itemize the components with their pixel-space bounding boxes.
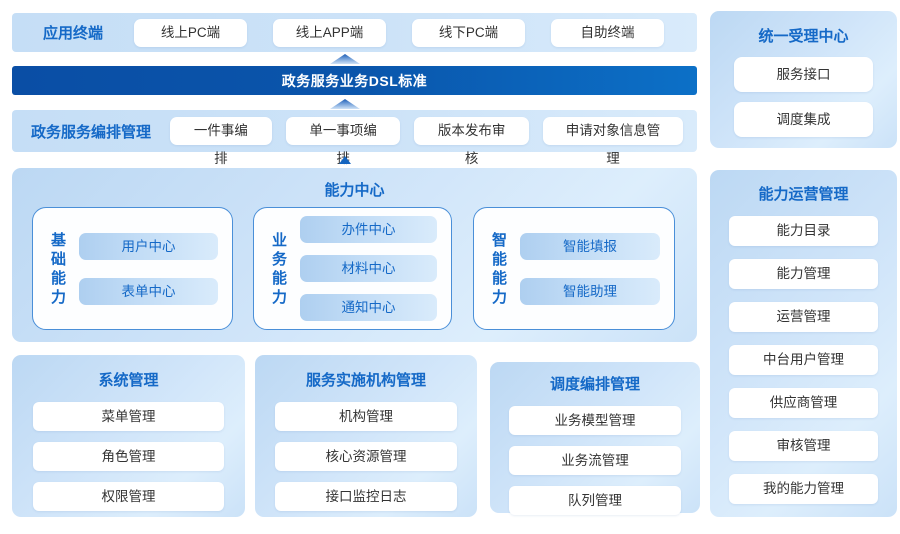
my-capability-management-button[interactable]: 我的能力管理	[728, 474, 879, 504]
service-agency-items: 机构管理 核心资源管理 接口监控日志	[255, 402, 477, 511]
review-management-button[interactable]: 审核管理	[728, 431, 879, 461]
orchestration-layer: 政务服务编排管理 一件事编排 单一事项编排 版本发布审核 申请对象信息管理	[12, 110, 697, 166]
menu-management-button[interactable]: 菜单管理	[32, 402, 225, 431]
up-chevron-icon	[330, 99, 360, 109]
material-center-button[interactable]: 材料中心	[300, 255, 437, 282]
unified-acceptance-title: 统一受理中心	[758, 28, 849, 45]
service-agency-panel: 服务实施机构管理 机构管理 核心资源管理 接口监控日志	[255, 355, 477, 517]
orchestration-layer-title: 政务服务编排管理	[30, 123, 151, 141]
intelligent-capability-items: 智能填报 智能助理	[520, 232, 660, 305]
platform-user-management-button[interactable]: 中台用户管理	[728, 345, 879, 375]
unified-acceptance-panel: 统一受理中心 服务接口 调度集成	[710, 11, 897, 148]
capability-catalog-button[interactable]: 能力目录	[728, 216, 879, 246]
terminal-layer: 应用终端 线上PC端 线上APP端 线下PC端 自助终端	[12, 13, 697, 52]
unified-acceptance-items: 服务接口 调度集成	[710, 57, 897, 137]
business-capability-group: 业务能力 办件中心 材料中心 通知中心	[253, 207, 452, 330]
terminal-offline-pc[interactable]: 线下PC端	[412, 18, 525, 47]
capability-center-title: 能力中心	[324, 182, 385, 199]
business-model-management-button[interactable]: 业务模型管理	[508, 406, 682, 435]
terminal-self-service[interactable]: 自助终端	[551, 18, 664, 47]
version-release-review[interactable]: 版本发布审核	[414, 117, 529, 166]
user-center-button[interactable]: 用户中心	[79, 232, 218, 260]
operation-management-button[interactable]: 运营管理	[728, 302, 879, 332]
business-flow-management-button[interactable]: 业务流管理	[508, 446, 682, 475]
case-center-button[interactable]: 办件中心	[300, 216, 437, 243]
interface-monitor-log-button[interactable]: 接口监控日志	[274, 482, 458, 511]
capability-management-button[interactable]: 能力管理	[728, 259, 879, 289]
intelligent-capability-group: 智能能力 智能填报 智能助理	[473, 207, 675, 330]
notice-center-button[interactable]: 通知中心	[300, 294, 437, 321]
terminal-layer-title: 应用终端	[42, 25, 103, 42]
dispatch-orchestration-panel: 调度编排管理 业务模型管理 业务流管理 队列管理	[490, 362, 700, 515]
intelligent-capability-label: 智能能力	[491, 231, 507, 306]
core-resource-management-button[interactable]: 核心资源管理	[274, 442, 458, 471]
capability-operation-items: 能力目录 能力管理 运营管理 中台用户管理 供应商管理 审核管理 我的能力管理	[710, 216, 897, 504]
terminal-buttons: 线上PC端 线上APP端 线下PC端 自助终端	[134, 18, 697, 47]
dispatch-orchestration-items: 业务模型管理 业务流管理 队列管理	[490, 406, 700, 515]
supplier-management-button[interactable]: 供应商管理	[728, 388, 879, 418]
service-interface-button[interactable]: 服务接口	[734, 57, 873, 92]
dispatch-orchestration-title: 调度编排管理	[549, 376, 640, 393]
service-agency-title: 服务实施机构管理	[305, 372, 426, 389]
system-management-title: 系统管理	[98, 372, 159, 389]
capability-operation-panel: 能力运营管理 能力目录 能力管理 运营管理 中台用户管理 供应商管理 审核管理 …	[710, 170, 897, 517]
system-management-panel: 系统管理 菜单管理 角色管理 权限管理	[12, 355, 245, 517]
up-chevron-icon	[330, 54, 360, 64]
agency-management-button[interactable]: 机构管理	[274, 402, 458, 431]
capability-center-panel: 能力中心 基础能力 用户中心 表单中心 业务能力 办件中心 材料中心 通知中心 …	[12, 168, 697, 342]
dispatch-integration-button[interactable]: 调度集成	[734, 102, 873, 137]
basic-capability-group: 基础能力 用户中心 表单中心	[32, 207, 233, 330]
permission-management-button[interactable]: 权限管理	[32, 482, 225, 511]
form-center-button[interactable]: 表单中心	[79, 277, 218, 305]
basic-capability-label: 基础能力	[50, 231, 66, 306]
one-thing-orchestration[interactable]: 一件事编排	[170, 117, 272, 166]
business-capability-items: 办件中心 材料中心 通知中心	[300, 216, 437, 321]
up-triangle-icon	[339, 156, 351, 164]
business-capability-label: 业务能力	[271, 231, 287, 306]
orchestration-buttons: 一件事编排 单一事项编排 版本发布审核 申请对象信息管理	[170, 117, 697, 166]
dsl-standard-banner: 政务服务业务DSL标准	[12, 66, 697, 95]
basic-capability-items: 用户中心 表单中心	[79, 232, 218, 305]
capability-operation-title: 能力运营管理	[758, 186, 849, 203]
system-management-items: 菜单管理 角色管理 权限管理	[12, 402, 245, 511]
smart-assistant-button[interactable]: 智能助理	[520, 277, 660, 305]
single-item-orchestration[interactable]: 单一事项编排	[285, 117, 401, 166]
smart-fill-button[interactable]: 智能填报	[520, 232, 660, 260]
role-management-button[interactable]: 角色管理	[32, 442, 225, 471]
applicant-info-management[interactable]: 申请对象信息管理	[542, 117, 683, 166]
terminal-online-app[interactable]: 线上APP端	[273, 18, 386, 47]
terminal-online-pc[interactable]: 线上PC端	[134, 18, 247, 47]
queue-management-button[interactable]: 队列管理	[508, 486, 682, 515]
